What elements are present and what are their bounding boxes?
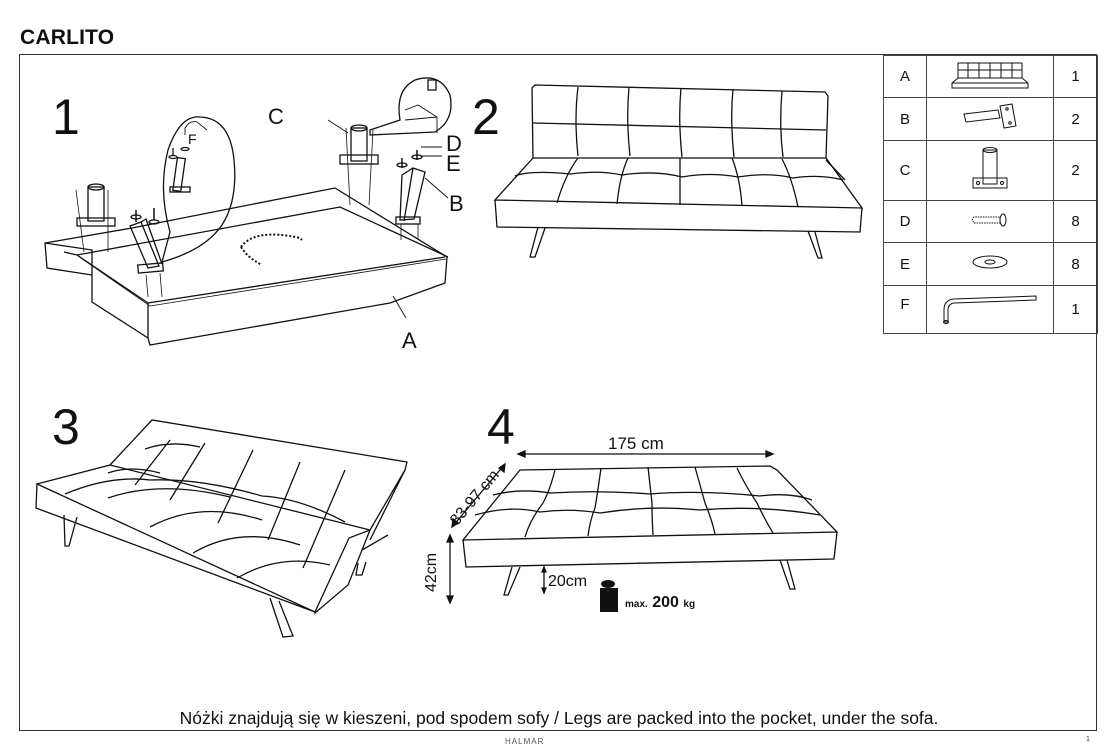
- max-load-unit: kg: [683, 599, 696, 610]
- step-number-4: 4: [487, 399, 515, 455]
- part-image-cell: [926, 97, 1054, 141]
- part-image-cell: [926, 140, 1054, 201]
- page-number: 1: [1086, 736, 1090, 743]
- step-number-1: 1: [52, 89, 80, 145]
- max-load-label: max. 200 kg: [625, 594, 695, 612]
- callout-e: E: [446, 151, 461, 176]
- legs-packing-note: Nóżki znajdują się w kieszeni, pod spode…: [179, 708, 939, 728]
- product-title: CARLITO: [20, 26, 115, 49]
- part-letter: C: [883, 140, 927, 201]
- instruction-frame: [19, 54, 1097, 731]
- sofa-icon: [951, 62, 1029, 88]
- part-letter: F: [883, 285, 927, 334]
- part-letter: E: [883, 242, 927, 286]
- step-number-3: 3: [52, 399, 80, 455]
- part-qty: 1: [1053, 55, 1098, 98]
- max-load-prefix: max.: [625, 599, 648, 610]
- part-image-cell: [926, 55, 1054, 98]
- allen-key-icon: [943, 294, 1037, 324]
- parts-row: B 2: [883, 97, 1098, 141]
- part-letter: A: [883, 55, 927, 98]
- part-qty: 2: [1053, 140, 1098, 201]
- parts-row: D 8: [883, 200, 1098, 243]
- parts-row: A 1: [883, 55, 1098, 98]
- callout-d: D: [446, 131, 462, 156]
- width-dimension-label: 175 cm: [608, 434, 664, 453]
- callout-a: A: [402, 328, 417, 353]
- washer-icon: [972, 255, 1008, 269]
- part-letter: B: [883, 97, 927, 141]
- part-image-cell: [926, 242, 1054, 286]
- callout-c: C: [268, 104, 284, 129]
- leg-mount-icon: [972, 146, 1008, 188]
- part-qty: 8: [1053, 242, 1098, 286]
- leg-bracket-icon: [963, 103, 1017, 129]
- part-qty: 1: [1053, 285, 1098, 334]
- callout-b: B: [449, 191, 464, 216]
- part-image-cell: [926, 200, 1054, 243]
- part-letter: D: [883, 200, 927, 243]
- screw-icon: [971, 213, 1007, 226]
- part-image-cell: [926, 285, 1054, 334]
- max-load-value: 200: [652, 594, 679, 611]
- part-qty: 2: [1053, 97, 1098, 141]
- clearance-dimension-label: 20cm: [548, 573, 588, 590]
- part-qty: 8: [1053, 200, 1098, 243]
- callout-f: F: [188, 131, 197, 147]
- parts-row: C 2: [883, 140, 1098, 201]
- parts-row: E 8: [883, 242, 1098, 286]
- step-number-2: 2: [472, 89, 500, 145]
- parts-list-table: A 1 B 2 C 2: [883, 55, 1098, 334]
- parts-row: F 1: [883, 285, 1098, 334]
- height-dimension-label: 42cm: [423, 552, 440, 592]
